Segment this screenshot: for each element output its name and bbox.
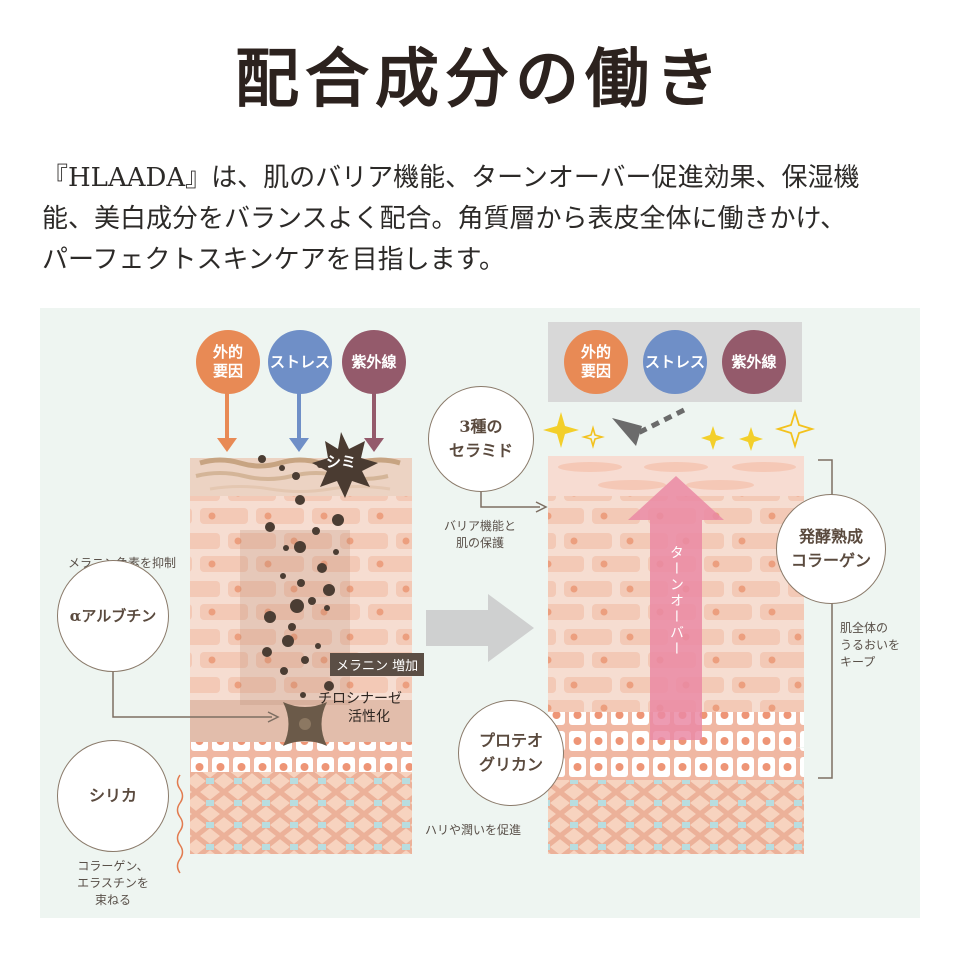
- collagen-circle: 発酵熟成 コラーゲン: [776, 494, 886, 604]
- cause-arrows: [217, 393, 384, 452]
- turnover-label: ターンオーバー: [668, 545, 684, 657]
- cause-label: 外的: [580, 343, 611, 361]
- cause-label: 要因: [212, 362, 243, 380]
- stain-label: シミ: [326, 453, 357, 471]
- caption-line: バリア機能と: [443, 519, 516, 533]
- caption-line: 肌全体の: [840, 621, 889, 635]
- ingredient-name: 発酵熟成: [798, 527, 863, 546]
- ingredient-name: 3種の: [459, 417, 503, 436]
- collagen-caption: 肌全体の うるおいを キープ: [840, 620, 900, 671]
- melanin-increase-tag: メラニン 増加: [330, 653, 425, 676]
- ingredient-name: コラーゲン: [790, 551, 871, 570]
- caption-line: うるおいを: [840, 638, 901, 652]
- ceramide-caption: バリア機能と 肌の保護: [440, 518, 520, 552]
- alpha-connector: [112, 672, 272, 718]
- ingredient-name: セラミド: [448, 441, 513, 460]
- cause-uv: 紫外線: [722, 330, 786, 394]
- caption-line: コラーゲン、: [77, 859, 149, 873]
- silica-caption: コラーゲン、 エラスチンを 束ねる: [68, 858, 158, 909]
- alpha-arbutin-circle: αアルブチン: [57, 560, 169, 672]
- intro-text: 『HLAADA』は、肌のバリア機能、ターンオーバー促進効果、保湿機 能、美白成分…: [42, 158, 922, 281]
- stain-star: [312, 432, 378, 498]
- cause-label: ストレス: [644, 352, 705, 371]
- silica-wave: [176, 774, 184, 874]
- cause-label: 紫外線: [731, 352, 777, 371]
- silica-circle: シリカ: [57, 740, 169, 852]
- caption-line: キープ: [840, 655, 876, 669]
- proteoglycan-caption: ハリや潤いを促進: [425, 823, 522, 837]
- ingredient-name: αアルブチン: [69, 607, 157, 625]
- cause-uv: 紫外線: [342, 330, 406, 394]
- collagen-bracket: [818, 459, 833, 779]
- melanin-dots: [258, 455, 344, 698]
- ingredient-name: プロテオ: [478, 731, 543, 750]
- page-title: 配合成分の働き: [235, 42, 725, 117]
- proteoglycan-circle: プロテオ グリカン: [458, 700, 564, 806]
- tyrosinase-label: チロシナーゼ 活性化: [318, 690, 402, 726]
- transition-arrow: [426, 594, 534, 662]
- caption-line: エラスチンを: [77, 876, 149, 890]
- turnover-arrow: [628, 476, 724, 740]
- intro-line: パーフェクトスキンケアを目指します。: [42, 245, 506, 275]
- ceramide-circle: 3種の セラミド: [428, 386, 534, 492]
- cause-label: ストレス: [269, 352, 330, 371]
- cause-stress: ストレス: [268, 330, 332, 394]
- deflect-arrow: [634, 407, 686, 437]
- cause-external-factors: 外的 要因: [196, 330, 260, 394]
- cause-label: 外的: [212, 343, 243, 361]
- caption-line: 肌の保護: [455, 536, 504, 550]
- tyrosinase-line: 活性化: [348, 709, 390, 725]
- sparkles: [543, 408, 816, 451]
- cause-label: 要因: [580, 362, 611, 380]
- intro-line: 『HLAADA』は、肌のバリア機能、ターンオーバー促進効果、保湿機: [42, 163, 860, 193]
- cause-stress: ストレス: [643, 330, 707, 394]
- caption-line: 束ねる: [94, 893, 131, 907]
- ingredient-name: シリカ: [88, 786, 137, 805]
- cause-external-factors: 外的 要因: [564, 330, 628, 394]
- cause-label: 紫外線: [351, 352, 397, 371]
- ingredient-name: グリカン: [478, 755, 543, 774]
- tyrosinase-line: チロシナーゼ: [318, 691, 402, 707]
- intro-line: 能、美白成分をバランスよく配合。角質層から表皮全体に働きかけ、: [42, 204, 847, 234]
